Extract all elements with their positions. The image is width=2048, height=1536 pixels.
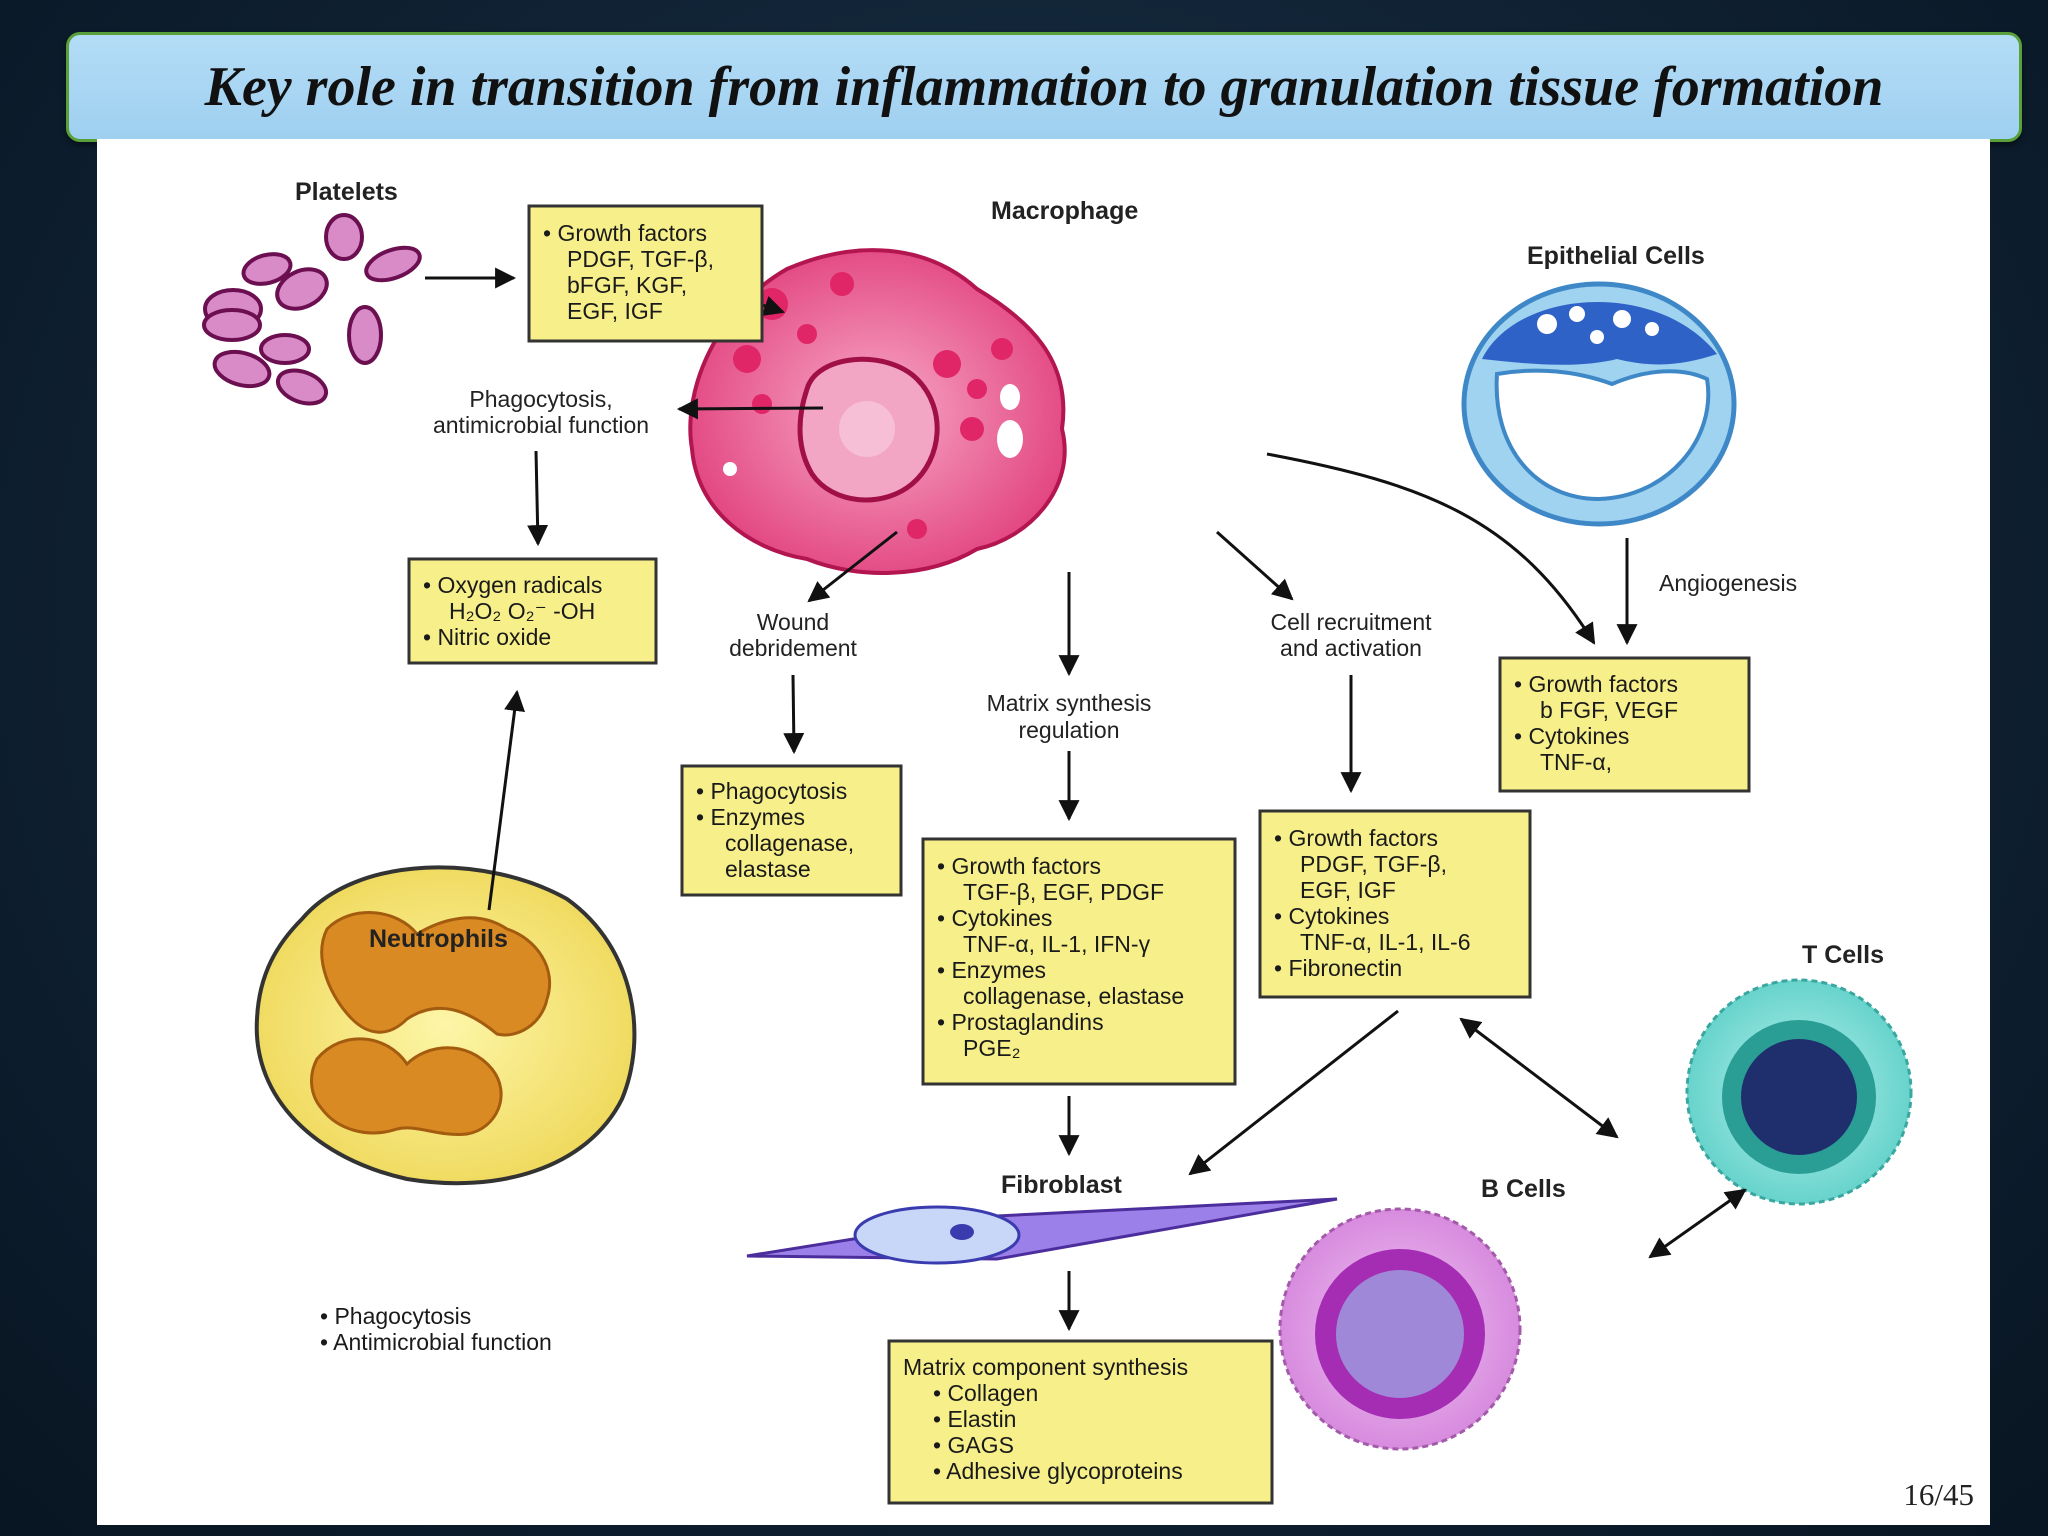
macrophage-illustration [688, 248, 1067, 575]
matrix-synthesis-label-line1: Matrix synthesis [987, 690, 1152, 716]
page-number: 16/45 [1903, 1477, 1974, 1512]
fibroblast-illustration [746, 1197, 1338, 1265]
t-cells-label: T Cells [1802, 941, 1884, 969]
box-line: PDGF, TGF-β, [1300, 851, 1447, 877]
box-line: TNF-α, [1540, 749, 1612, 775]
b-cell-illustration [1278, 1207, 1522, 1451]
box-line: b FGF, VEGF [1540, 697, 1678, 723]
neutrophil-illustration [254, 865, 637, 1186]
box-line: • Adhesive glycoproteins [933, 1458, 1183, 1484]
wound-debridement-label-line2: debridement [729, 635, 857, 661]
box-line: TNF-α, IL-1, IFN-γ [963, 931, 1151, 957]
matrix-component-box: Matrix component synthesis • Collagen • … [887, 1339, 1274, 1505]
box-line: • Cytokines [937, 905, 1052, 931]
neutrophils-label: Neutrophils [369, 925, 508, 953]
neutrophil-function-line: • Phagocytosis [320, 1303, 471, 1329]
diagram-panel: Platelets Macrophage Epithelial Cells Ne… [97, 139, 1990, 1525]
t-cell-illustration [1685, 978, 1913, 1206]
box-line: • Elastin [933, 1406, 1016, 1432]
box-line: EGF, IGF [1300, 877, 1396, 903]
box-line: • Fibronectin [1274, 955, 1402, 981]
cell-recruitment-label-line2: and activation [1280, 635, 1422, 661]
box-line: • Growth factors [937, 853, 1101, 879]
box-line: bFGF, KGF, [567, 272, 687, 298]
box-line: • Cytokines [1514, 723, 1629, 749]
box-line: • Growth factors [1514, 671, 1678, 697]
box-line: • Phagocytosis [696, 778, 847, 804]
matrix-synthesis-label-line2: regulation [1018, 717, 1119, 743]
box-line: • Cytokines [1274, 903, 1389, 929]
box-line: • Enzymes [696, 804, 805, 830]
box-line: TGF-β, EGF, PDGF [963, 879, 1164, 905]
debridement-box: • Phagocytosis • Enzymes collagenase, el… [680, 764, 903, 897]
wound-debridement-label-line1: Wound [757, 609, 829, 635]
platelet-growth-factors-box: • Growth factors PDGF, TGF-β, bFGF, KGF,… [527, 204, 764, 343]
epithelial-cells-illustration [1461, 281, 1737, 527]
box-line: • Growth factors [543, 220, 707, 246]
box-line: collagenase, elastase [963, 983, 1184, 1009]
box-line: PDGF, TGF-β, [567, 246, 714, 272]
macrophage-label: Macrophage [991, 197, 1138, 225]
phagocytosis-label-line1: Phagocytosis, [469, 386, 612, 412]
box-line: • Enzymes [937, 957, 1046, 983]
phagocytosis-label-line2: antimicrobial function [433, 412, 649, 438]
box-line: • Oxygen radicals [423, 572, 602, 598]
box-line: • Prostaglandins [937, 1009, 1104, 1035]
b-cells-label: B Cells [1481, 1175, 1566, 1203]
box-line: H₂O₂ O₂⁻ -OH [449, 598, 595, 624]
epithelial-cells-label: Epithelial Cells [1527, 242, 1705, 270]
fibroblast-label: Fibroblast [1001, 1171, 1123, 1199]
box-line: • Collagen [933, 1380, 1038, 1406]
slide-title-bar: Key role in transition from inflammation… [66, 32, 2022, 142]
platelets-label: Platelets [295, 178, 398, 206]
box-line: Matrix component synthesis [903, 1354, 1188, 1380]
macrophage-role-diagram: Platelets Macrophage Epithelial Cells Ne… [202, 178, 1913, 1505]
box-line: collagenase, [725, 830, 854, 856]
box-line: • GAGS [933, 1432, 1014, 1458]
neutrophil-function-line: • Antimicrobial function [320, 1329, 552, 1355]
box-line: • Growth factors [1274, 825, 1438, 851]
box-line: • Nitric oxide [423, 624, 551, 650]
box-line: EGF, IGF [567, 298, 663, 324]
cell-recruitment-label-line1: Cell recruitment [1270, 609, 1432, 635]
slide-title: Key role in transition from inflammation… [204, 56, 1884, 118]
box-line: elastase [725, 856, 811, 882]
matrix-regulation-box: • Growth factors TGF-β, EGF, PDGF • Cyto… [921, 837, 1237, 1086]
cell-recruitment-box: • Growth factors PDGF, TGF-β, EGF, IGF •… [1258, 809, 1532, 999]
angiogenesis-label: Angiogenesis [1659, 570, 1797, 596]
angiogenesis-box: • Growth factors b FGF, VEGF • Cytokines… [1498, 656, 1751, 793]
box-line: PGE₂ [963, 1035, 1021, 1061]
diagram-arrows [425, 267, 1747, 1332]
platelets-illustration [202, 213, 422, 406]
box-line: TNF-α, IL-1, IL-6 [1300, 929, 1471, 955]
oxygen-radicals-box: • Oxygen radicals H₂O₂ O₂⁻ -OH • Nitric … [407, 557, 658, 665]
